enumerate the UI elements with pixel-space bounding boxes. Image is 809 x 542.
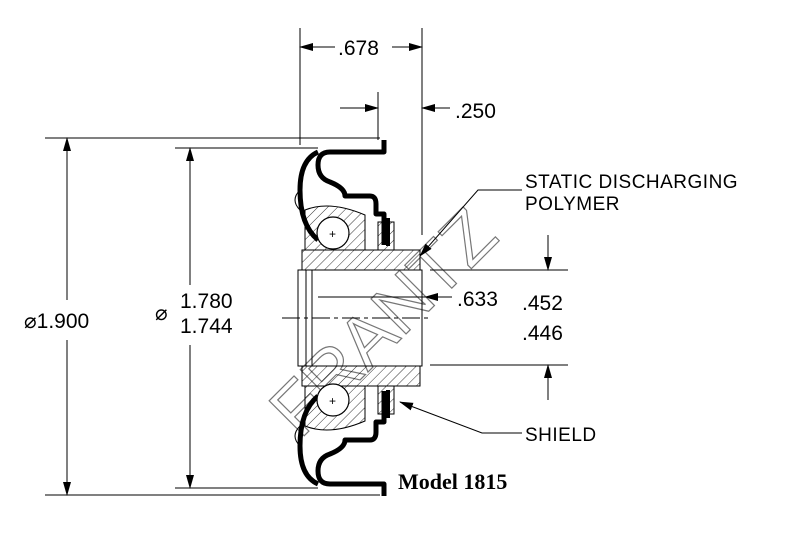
dim-tread-diameter-max: 1.780 bbox=[180, 290, 233, 313]
callout-shield: SHIELD bbox=[525, 425, 597, 446]
dim-hub-length: .633 bbox=[457, 288, 498, 311]
dim-outer-diameter: ⌀1.900 bbox=[24, 310, 89, 333]
dimension-lines bbox=[63, 43, 552, 496]
dim-tread-diameter-min: 1.744 bbox=[180, 315, 233, 338]
ball-bearing-bottom bbox=[316, 383, 350, 417]
callout-static-line1: STATIC DISCHARGING bbox=[525, 172, 738, 193]
dim-width-overall: .678 bbox=[338, 37, 379, 60]
svg-text:+: + bbox=[329, 394, 336, 408]
callout-static-line2: POLYMER bbox=[525, 194, 620, 215]
leader-lines bbox=[399, 189, 522, 434]
extension-lines bbox=[45, 28, 568, 496]
dim-hub-offset: .250 bbox=[455, 100, 496, 123]
diameter-symbol: ⌀ bbox=[155, 302, 168, 325]
ball-bearing-top bbox=[316, 216, 350, 250]
wheel-cross-section: + + bbox=[294, 140, 423, 496]
dim-bore-max: .452 bbox=[522, 292, 563, 315]
svg-text:+: + bbox=[329, 227, 336, 241]
dim-bore-min: .446 bbox=[522, 322, 563, 345]
model-label: Model 1815 bbox=[398, 469, 507, 494]
